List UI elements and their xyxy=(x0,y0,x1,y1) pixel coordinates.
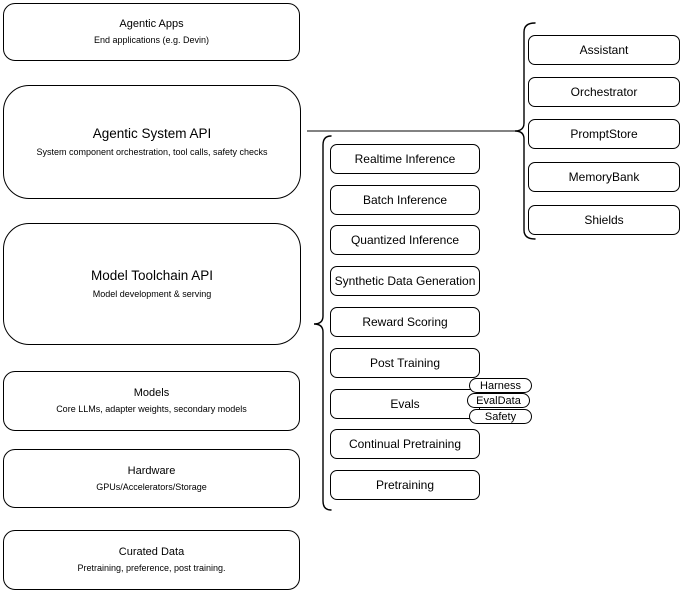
node-quantized-inference: Quantized Inference xyxy=(330,225,480,255)
node-title: Curated Data xyxy=(118,546,185,558)
node-label: Reward Scoring xyxy=(362,315,448,329)
node-label: Continual Pretraining xyxy=(348,437,462,451)
node-label: Post Training xyxy=(369,356,441,370)
pill-label: EvalData xyxy=(476,394,521,407)
node-label: MemoryBank xyxy=(568,170,640,184)
node-subtitle: Core LLMs, adapter weights, secondary mo… xyxy=(56,404,247,414)
pill-label: Harness xyxy=(480,379,521,392)
node-label: PromptStore xyxy=(570,127,638,141)
node-subtitle: Model development & serving xyxy=(92,289,212,299)
node-evals: Evals xyxy=(330,389,480,419)
brace-toolchain-group xyxy=(313,135,332,511)
node-models: Models Core LLMs, adapter weights, secon… xyxy=(3,371,300,431)
node-subtitle: GPUs/Accelerators/Storage xyxy=(96,481,207,492)
node-evals-harness: Harness xyxy=(469,378,532,393)
node-subtitle: System component orchestration, tool cal… xyxy=(36,147,268,157)
node-realtime-inference: Realtime Inference xyxy=(330,144,480,174)
node-label: Shields xyxy=(584,213,624,227)
node-label: Evals xyxy=(390,397,420,411)
node-title: Agentic Apps xyxy=(119,18,184,30)
node-memorybank: MemoryBank xyxy=(528,162,680,192)
node-label: Quantized Inference xyxy=(350,233,460,247)
node-orchestrator: Orchestrator xyxy=(528,77,680,107)
node-subtitle: Pretraining, preference, post training. xyxy=(77,563,226,573)
node-continual-pretraining: Continual Pretraining xyxy=(330,429,480,459)
node-model-toolchain-api: Model Toolchain API Model development & … xyxy=(3,223,301,345)
node-title: Agentic System API xyxy=(92,126,212,141)
node-post-training: Post Training xyxy=(330,348,480,378)
node-evals-safety: Safety xyxy=(469,409,532,424)
node-label: Assistant xyxy=(579,43,629,57)
node-shields: Shields xyxy=(528,205,680,235)
node-label: Orchestrator xyxy=(570,85,638,99)
node-promptstore: PromptStore xyxy=(528,119,680,149)
node-pretraining: Pretraining xyxy=(330,470,480,500)
node-title: Models xyxy=(133,387,170,399)
node-agentic-apps: Agentic Apps End applications (e.g. Devi… xyxy=(3,3,300,61)
pill-label: Safety xyxy=(484,410,517,423)
node-title: Model Toolchain API xyxy=(90,268,214,283)
node-evals-evaldata: EvalData xyxy=(467,393,530,408)
node-label: Batch Inference xyxy=(362,193,448,207)
node-reward-scoring: Reward Scoring xyxy=(330,307,480,337)
node-curated-data: Curated Data Pretraining, preference, po… xyxy=(3,530,300,590)
node-label: Realtime Inference xyxy=(354,152,456,166)
node-batch-inference: Batch Inference xyxy=(330,185,480,215)
node-agentic-system-api: Agentic System API System component orch… xyxy=(3,85,301,199)
node-hardware: Hardware GPUs/Accelerators/Storage xyxy=(3,449,300,508)
node-assistant: Assistant xyxy=(528,35,680,65)
node-label: Synthetic Data Generation xyxy=(334,274,476,288)
node-synthetic-data-generation: Synthetic Data Generation xyxy=(330,266,480,296)
node-subtitle: End applications (e.g. Devin) xyxy=(93,35,210,45)
node-label: Pretraining xyxy=(375,478,435,492)
node-title: Hardware xyxy=(127,464,176,477)
